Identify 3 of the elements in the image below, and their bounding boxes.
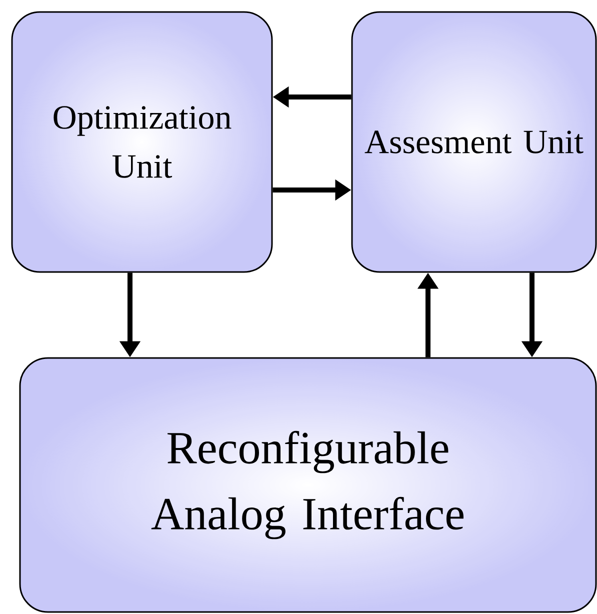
unit-box: Assesment Unit: [351, 11, 597, 273]
unit-box: Reconfigurable Analog Interface: [19, 357, 597, 613]
unit-box: Optimization Unit: [11, 11, 273, 273]
